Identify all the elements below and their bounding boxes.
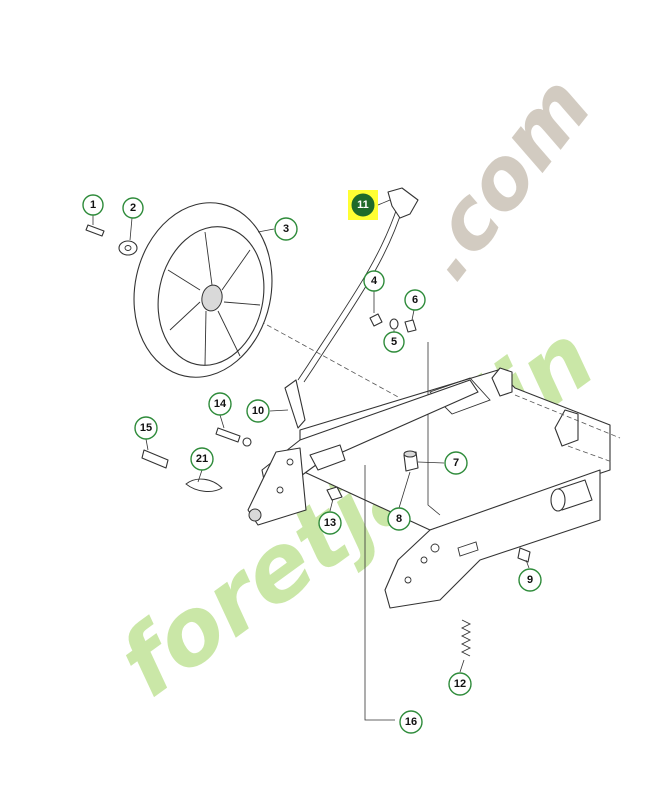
callouts: 1 2 3 4 5 6 7 8 bbox=[82, 190, 542, 734]
callout-12-label: 12 bbox=[454, 678, 466, 690]
callout-12: 12 bbox=[448, 672, 472, 696]
callout-5: 5 bbox=[383, 331, 405, 353]
callout-11: 11 bbox=[348, 190, 378, 220]
height-adjust-lever bbox=[247, 379, 479, 526]
callout-7: 7 bbox=[444, 451, 468, 475]
callout-8: 8 bbox=[387, 507, 411, 531]
hardware bbox=[85, 224, 531, 657]
callout-2-label: 2 bbox=[130, 202, 136, 214]
leader-lines bbox=[92, 199, 530, 673]
callout-13: 13 bbox=[318, 511, 342, 535]
cable-assembly bbox=[297, 187, 419, 383]
callout-4: 4 bbox=[363, 270, 385, 292]
callout-3-label: 3 bbox=[283, 223, 289, 235]
callout-1: 1 bbox=[82, 194, 104, 216]
callout-6-label: 6 bbox=[412, 294, 418, 306]
callout-15: 15 bbox=[134, 416, 158, 440]
callout-10-label: 10 bbox=[252, 405, 264, 417]
callout-6: 6 bbox=[404, 289, 426, 311]
callout-5-label: 5 bbox=[391, 336, 397, 348]
callout-9: 9 bbox=[518, 568, 542, 592]
callout-13-label: 13 bbox=[324, 517, 336, 529]
rear-wheel bbox=[133, 202, 273, 378]
callout-7-label: 7 bbox=[453, 457, 459, 469]
callout-3: 3 bbox=[274, 217, 298, 241]
mower-frame bbox=[217, 297, 621, 721]
callout-9-label: 9 bbox=[527, 574, 533, 586]
callout-21: 21 bbox=[190, 447, 214, 471]
callout-21-label: 21 bbox=[196, 453, 208, 465]
callout-1-label: 1 bbox=[90, 199, 96, 211]
callout-10: 10 bbox=[246, 399, 270, 423]
callout-4-label: 4 bbox=[371, 275, 378, 287]
callout-16: 16 bbox=[399, 710, 423, 734]
callout-8-label: 8 bbox=[396, 513, 402, 525]
watermark-text-suffix: .com bbox=[394, 58, 611, 297]
callout-14-label: 14 bbox=[214, 398, 227, 410]
callout-15-label: 15 bbox=[140, 422, 152, 434]
watermark: foretjardin .com bbox=[100, 58, 613, 718]
callout-11-label: 11 bbox=[357, 199, 369, 211]
callout-16-label: 16 bbox=[405, 716, 417, 728]
callout-2: 2 bbox=[122, 197, 144, 219]
callout-14: 14 bbox=[208, 392, 232, 416]
